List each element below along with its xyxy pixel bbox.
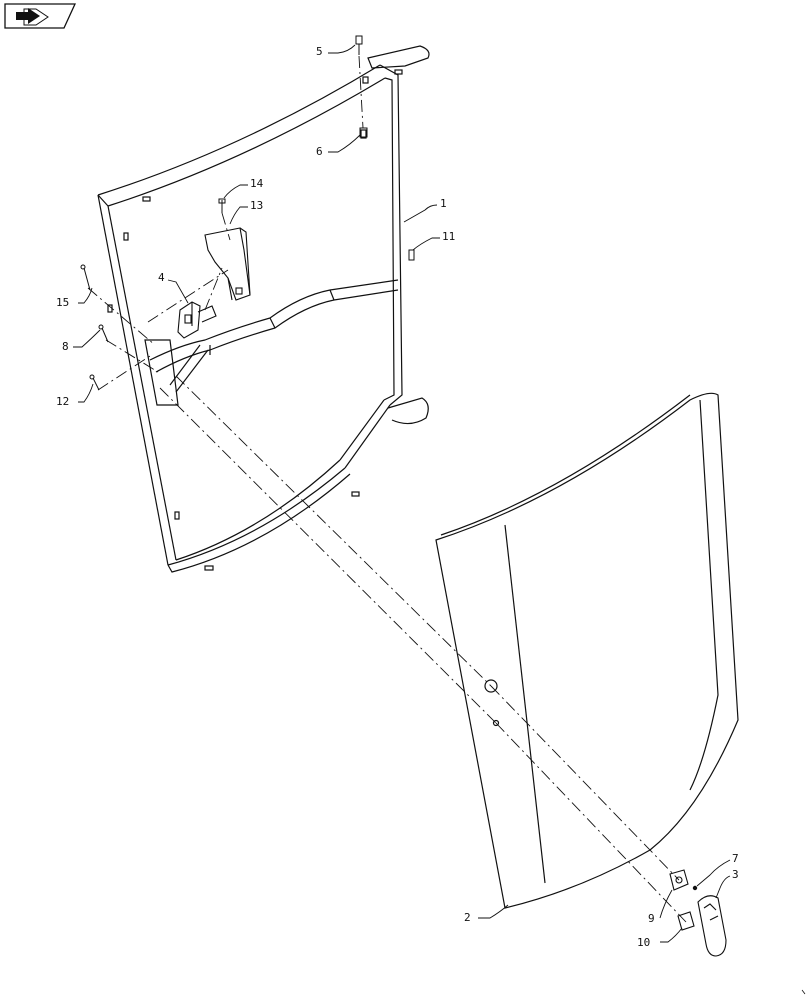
glass-holes bbox=[484, 679, 500, 727]
pad-10 bbox=[677, 911, 695, 931]
svg-text:14: 14 bbox=[250, 177, 264, 190]
bolt-5 bbox=[355, 35, 363, 55]
washer-7 bbox=[692, 885, 698, 891]
callout-13: 13 bbox=[229, 199, 263, 225]
corner-mark bbox=[801, 989, 806, 995]
svg-text:4: 4 bbox=[158, 271, 165, 284]
callout-6: 6 bbox=[316, 134, 361, 158]
svg-text:2: 2 bbox=[464, 911, 471, 924]
svg-text:5: 5 bbox=[316, 45, 323, 58]
alignment-lines bbox=[87, 55, 687, 923]
callout-11: 11 bbox=[412, 230, 455, 251]
callout-5: 5 bbox=[316, 44, 356, 58]
screw-15 bbox=[80, 264, 91, 291]
handle-3 bbox=[697, 895, 727, 957]
svg-text:11: 11 bbox=[442, 230, 455, 243]
glass-panel bbox=[435, 392, 739, 909]
callout-8: 8 bbox=[62, 329, 101, 353]
callout-1: 1 bbox=[403, 197, 447, 223]
callout-7: 7 bbox=[696, 852, 739, 887]
seal-9 bbox=[669, 869, 689, 891]
arrow-navigation-icon bbox=[4, 3, 77, 29]
svg-text:6: 6 bbox=[316, 145, 323, 158]
latch-4 bbox=[177, 301, 217, 339]
door-frame bbox=[97, 45, 430, 573]
callout-12: 12 bbox=[56, 383, 94, 408]
bracket-13 bbox=[204, 227, 251, 301]
screw-8 bbox=[98, 324, 109, 343]
svg-text:13: 13 bbox=[250, 199, 263, 212]
callout-2: 2 bbox=[464, 904, 509, 924]
svg-text:3: 3 bbox=[732, 868, 739, 881]
svg-text:1: 1 bbox=[440, 197, 447, 210]
screw-12 bbox=[89, 374, 100, 391]
callout-14: 14 bbox=[223, 177, 264, 199]
svg-text:9: 9 bbox=[648, 912, 655, 925]
svg-text:7: 7 bbox=[732, 852, 739, 865]
callout-10: 10 bbox=[637, 927, 683, 949]
nav-button[interactable] bbox=[4, 3, 77, 29]
callout-15: 15 bbox=[56, 287, 93, 309]
callout-3: 3 bbox=[715, 868, 739, 899]
svg-text:8: 8 bbox=[62, 340, 69, 353]
svg-text:15: 15 bbox=[56, 296, 69, 309]
svg-text:10: 10 bbox=[637, 936, 650, 949]
callout-9: 9 bbox=[648, 889, 673, 925]
callout-4: 4 bbox=[158, 271, 189, 304]
screw-14 bbox=[218, 198, 226, 213]
nut-6 bbox=[359, 127, 368, 138]
svg-text:12: 12 bbox=[56, 395, 69, 408]
screw-11 bbox=[408, 249, 415, 261]
